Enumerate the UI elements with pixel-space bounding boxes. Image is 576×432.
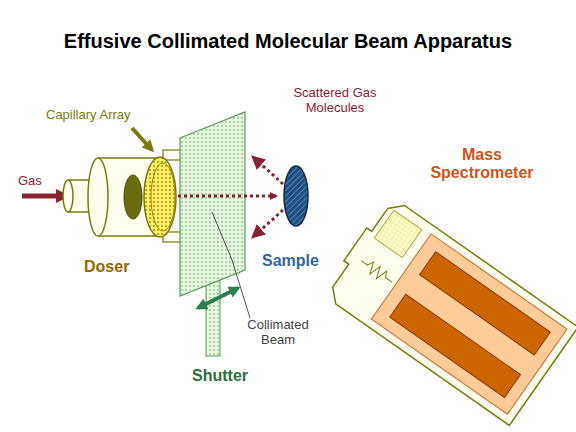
- gas-arrow: [22, 194, 66, 199]
- leader-line: [212, 212, 250, 318]
- part-label: Sample: [262, 252, 342, 270]
- doser: [63, 150, 185, 242]
- part-label: Gas: [18, 174, 58, 189]
- beam-line: [178, 195, 276, 198]
- leader-arrow: [132, 128, 152, 150]
- title: Effusive Collimated Molecular Beam Appar…: [0, 30, 576, 53]
- motion-arrow: [198, 288, 238, 308]
- sample-disc: [284, 166, 308, 226]
- part-label: Capillary Array: [46, 108, 176, 123]
- part-label: Mass Spectrometer: [420, 146, 544, 183]
- part-label: Shutter: [192, 367, 282, 385]
- shutter: [180, 112, 245, 356]
- scatter-arrow: [254, 158, 283, 184]
- mass-spectrometer: [321, 195, 576, 425]
- part-label: Doser: [84, 258, 154, 276]
- part-label: Collimated Beam: [236, 318, 320, 348]
- scatter-arrow: [254, 210, 283, 236]
- part-label: Scattered Gas Molecules: [288, 86, 382, 116]
